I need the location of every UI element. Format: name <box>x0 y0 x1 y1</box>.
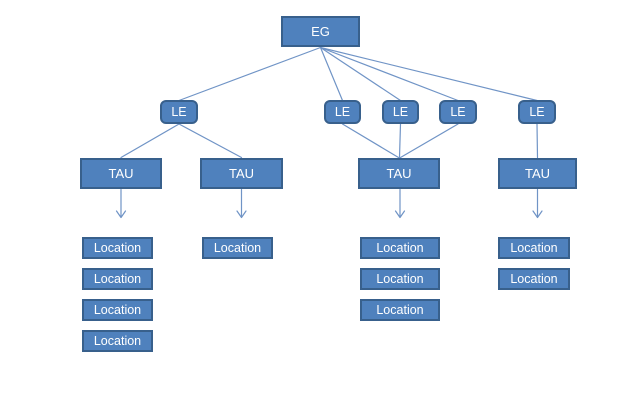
arrow-tau1-head <box>115 210 127 219</box>
connector-eg-le3 <box>319 46 402 102</box>
node-tau-4: TAU <box>498 158 577 189</box>
node-location-col3-row3: Location <box>360 299 440 321</box>
node-le-3: LE <box>382 100 419 124</box>
node-location-col2-row1: Location <box>202 237 273 259</box>
node-location-col3-row2: Location <box>360 268 440 290</box>
node-eg: EG <box>281 16 360 47</box>
node-location-col4-row2: Location <box>498 268 570 290</box>
node-location-col1-row4: Location <box>82 330 153 352</box>
node-le-4: LE <box>439 100 477 124</box>
node-tau-1: TAU <box>80 158 162 189</box>
node-le-2: LE <box>324 100 361 124</box>
connector-le1-tau2 <box>178 123 243 159</box>
node-location-col1-row3: Location <box>82 299 153 321</box>
node-location-col4-row1: Location <box>498 237 570 259</box>
node-location-col1-row1: Location <box>82 237 153 259</box>
node-le-5: LE <box>518 100 556 124</box>
connector-le1-tau1 <box>120 123 180 159</box>
node-location-col1-row2: Location <box>82 268 153 290</box>
arrow-tau3-head <box>394 210 406 219</box>
arrow-tau2-head <box>236 210 247 219</box>
connector-le4-tau3 <box>399 123 459 159</box>
node-tau-3: TAU <box>358 158 440 189</box>
connector-eg-le1 <box>178 46 322 102</box>
connector-eg-le2 <box>319 46 344 102</box>
connector-le3-tau3 <box>398 123 402 159</box>
connector-eg-le5 <box>319 46 538 102</box>
connector-le5-tau4 <box>536 123 539 159</box>
arrow-tau4-head <box>532 210 543 219</box>
connector-le2-tau3 <box>341 123 400 159</box>
node-location-col3-row1: Location <box>360 237 440 259</box>
node-le-1: LE <box>160 100 198 124</box>
connector-eg-le4 <box>319 46 459 102</box>
node-tau-2: TAU <box>200 158 283 189</box>
